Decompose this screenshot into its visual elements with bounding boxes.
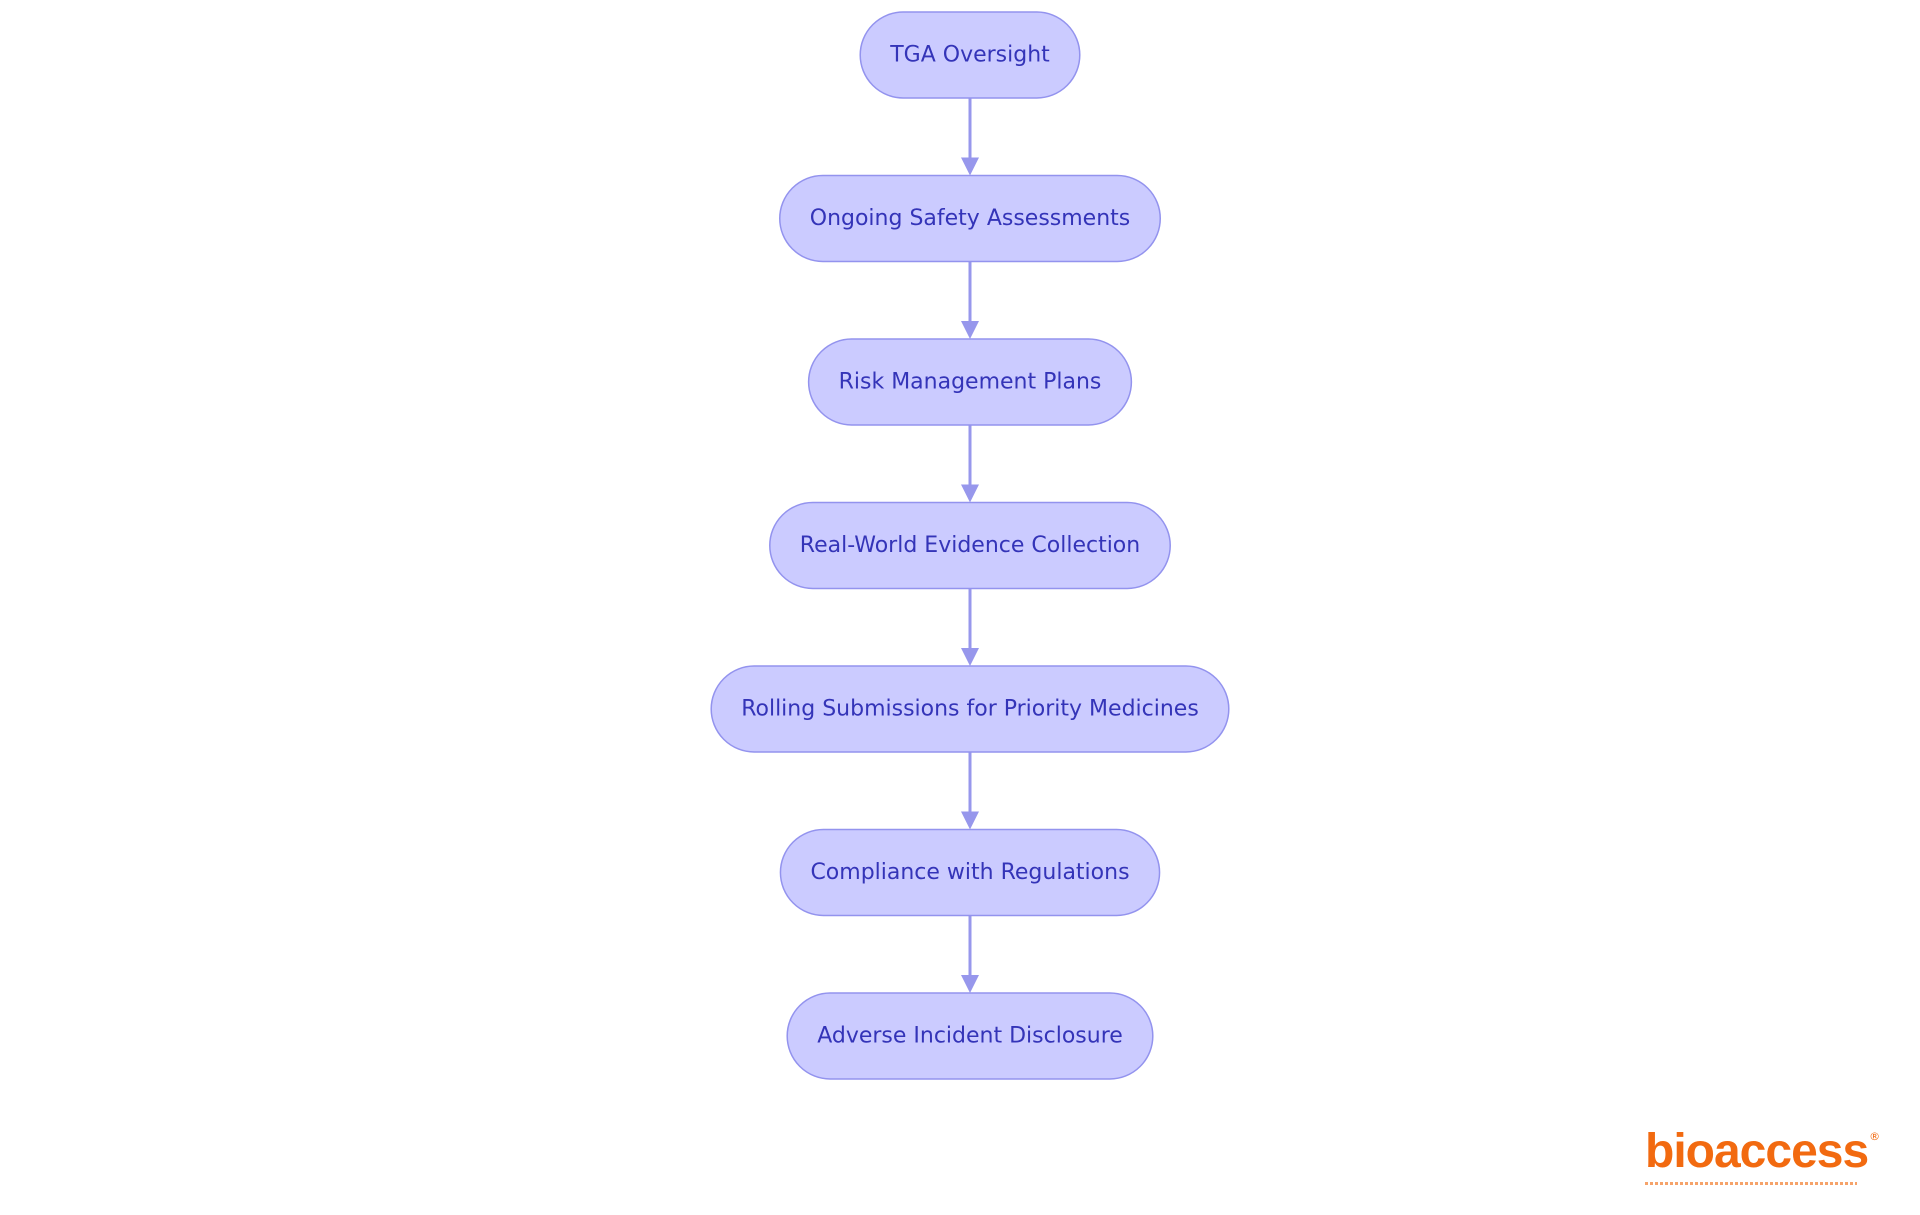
arrowhead (961, 157, 979, 176)
edge-n2-n3 (961, 261, 979, 339)
edge-n1-n2 (961, 98, 979, 176)
node-n4: Real-World Evidence Collection (769, 501, 1171, 590)
logo-wordmark: bioaccess (1645, 1125, 1869, 1178)
node-box (859, 11, 1081, 99)
node-box (779, 174, 1161, 263)
bioaccess-logo: bioaccess® (1645, 1128, 1890, 1185)
node-label: Rolling Submissions for Priority Medicin… (741, 697, 1199, 722)
node-n1: TGA Oversight (859, 11, 1081, 99)
node-n5: Rolling Submissions for Priority Medicin… (710, 665, 1230, 753)
logo-tagline (1645, 1182, 1857, 1185)
node-n3: Risk Management Plans (807, 338, 1133, 426)
node-label: Risk Management Plans (839, 370, 1102, 395)
node-n6: Compliance with Regulations (779, 828, 1161, 917)
node-box (807, 338, 1133, 426)
arrowhead (961, 321, 979, 339)
arrowhead (961, 484, 979, 503)
edges (961, 98, 979, 993)
registered-mark: ® (1869, 1130, 1881, 1143)
node-label: Ongoing Safety Assessments (810, 206, 1131, 231)
edge-n4-n5 (961, 588, 979, 666)
node-label: Adverse Incident Disclosure (817, 1024, 1123, 1049)
node-n2: Ongoing Safety Assessments (779, 174, 1161, 263)
node-box (786, 992, 1154, 1080)
edge-n5-n6 (961, 752, 979, 830)
node-label: TGA Oversight (889, 43, 1050, 68)
node-box (710, 665, 1230, 753)
edge-n6-n7 (961, 915, 979, 993)
node-label: Compliance with Regulations (810, 860, 1129, 885)
edge-n3-n4 (961, 425, 979, 503)
arrowhead (961, 811, 979, 830)
node-box (779, 828, 1161, 917)
arrowhead (961, 975, 979, 993)
node-box (769, 501, 1171, 590)
node-label: Real-World Evidence Collection (800, 533, 1140, 558)
arrowhead (961, 648, 979, 666)
node-n7: Adverse Incident Disclosure (786, 992, 1154, 1080)
